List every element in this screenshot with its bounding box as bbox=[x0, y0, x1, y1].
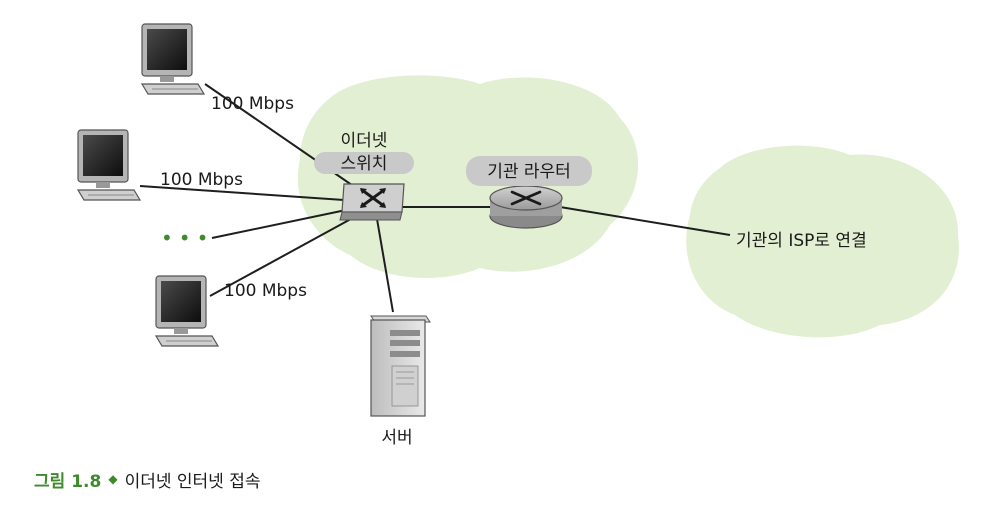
switch-label-line1: 이더넷 bbox=[341, 131, 388, 151]
host-computer-icon[interactable] bbox=[76, 129, 142, 201]
figure-caption: 그림 1.8 ◆ 이더넷 인터넷 접속 bbox=[34, 466, 261, 492]
router-icon[interactable] bbox=[489, 185, 563, 229]
link-speed-label: 100 Mbps bbox=[224, 281, 307, 301]
link-ellipsis bbox=[211, 209, 347, 239]
figure-number: 그림 1.8 bbox=[34, 471, 102, 492]
diamond-bullet-icon: ◆ bbox=[108, 472, 118, 486]
server-label: 서버 bbox=[381, 428, 412, 448]
router-label: 기관 라우터 bbox=[487, 162, 571, 182]
isp-network-cloud bbox=[686, 145, 959, 338]
link-speed-label: 100 Mbps bbox=[211, 94, 294, 114]
link-speed-label: 100 Mbps bbox=[160, 170, 243, 190]
link-host-2 bbox=[139, 185, 345, 201]
switch-label-pill bbox=[314, 152, 414, 174]
ethernet-switch-icon[interactable] bbox=[339, 183, 405, 221]
isp-connection-label: 기관의 ISP로 연결 bbox=[736, 231, 867, 251]
link-host-3 bbox=[209, 213, 361, 297]
figure-caption-text: 이더넷 인터넷 접속 bbox=[124, 471, 261, 492]
router-label-pill bbox=[466, 156, 592, 186]
host-computer-icon[interactable] bbox=[154, 275, 220, 347]
link-server bbox=[376, 218, 394, 313]
host-computer-icon[interactable] bbox=[140, 23, 206, 95]
switch-label-line2: 스위치 bbox=[341, 154, 388, 174]
server-icon[interactable] bbox=[370, 315, 431, 417]
more-hosts-ellipsis: ••• bbox=[161, 226, 214, 250]
link-router-isp bbox=[559, 206, 731, 236]
